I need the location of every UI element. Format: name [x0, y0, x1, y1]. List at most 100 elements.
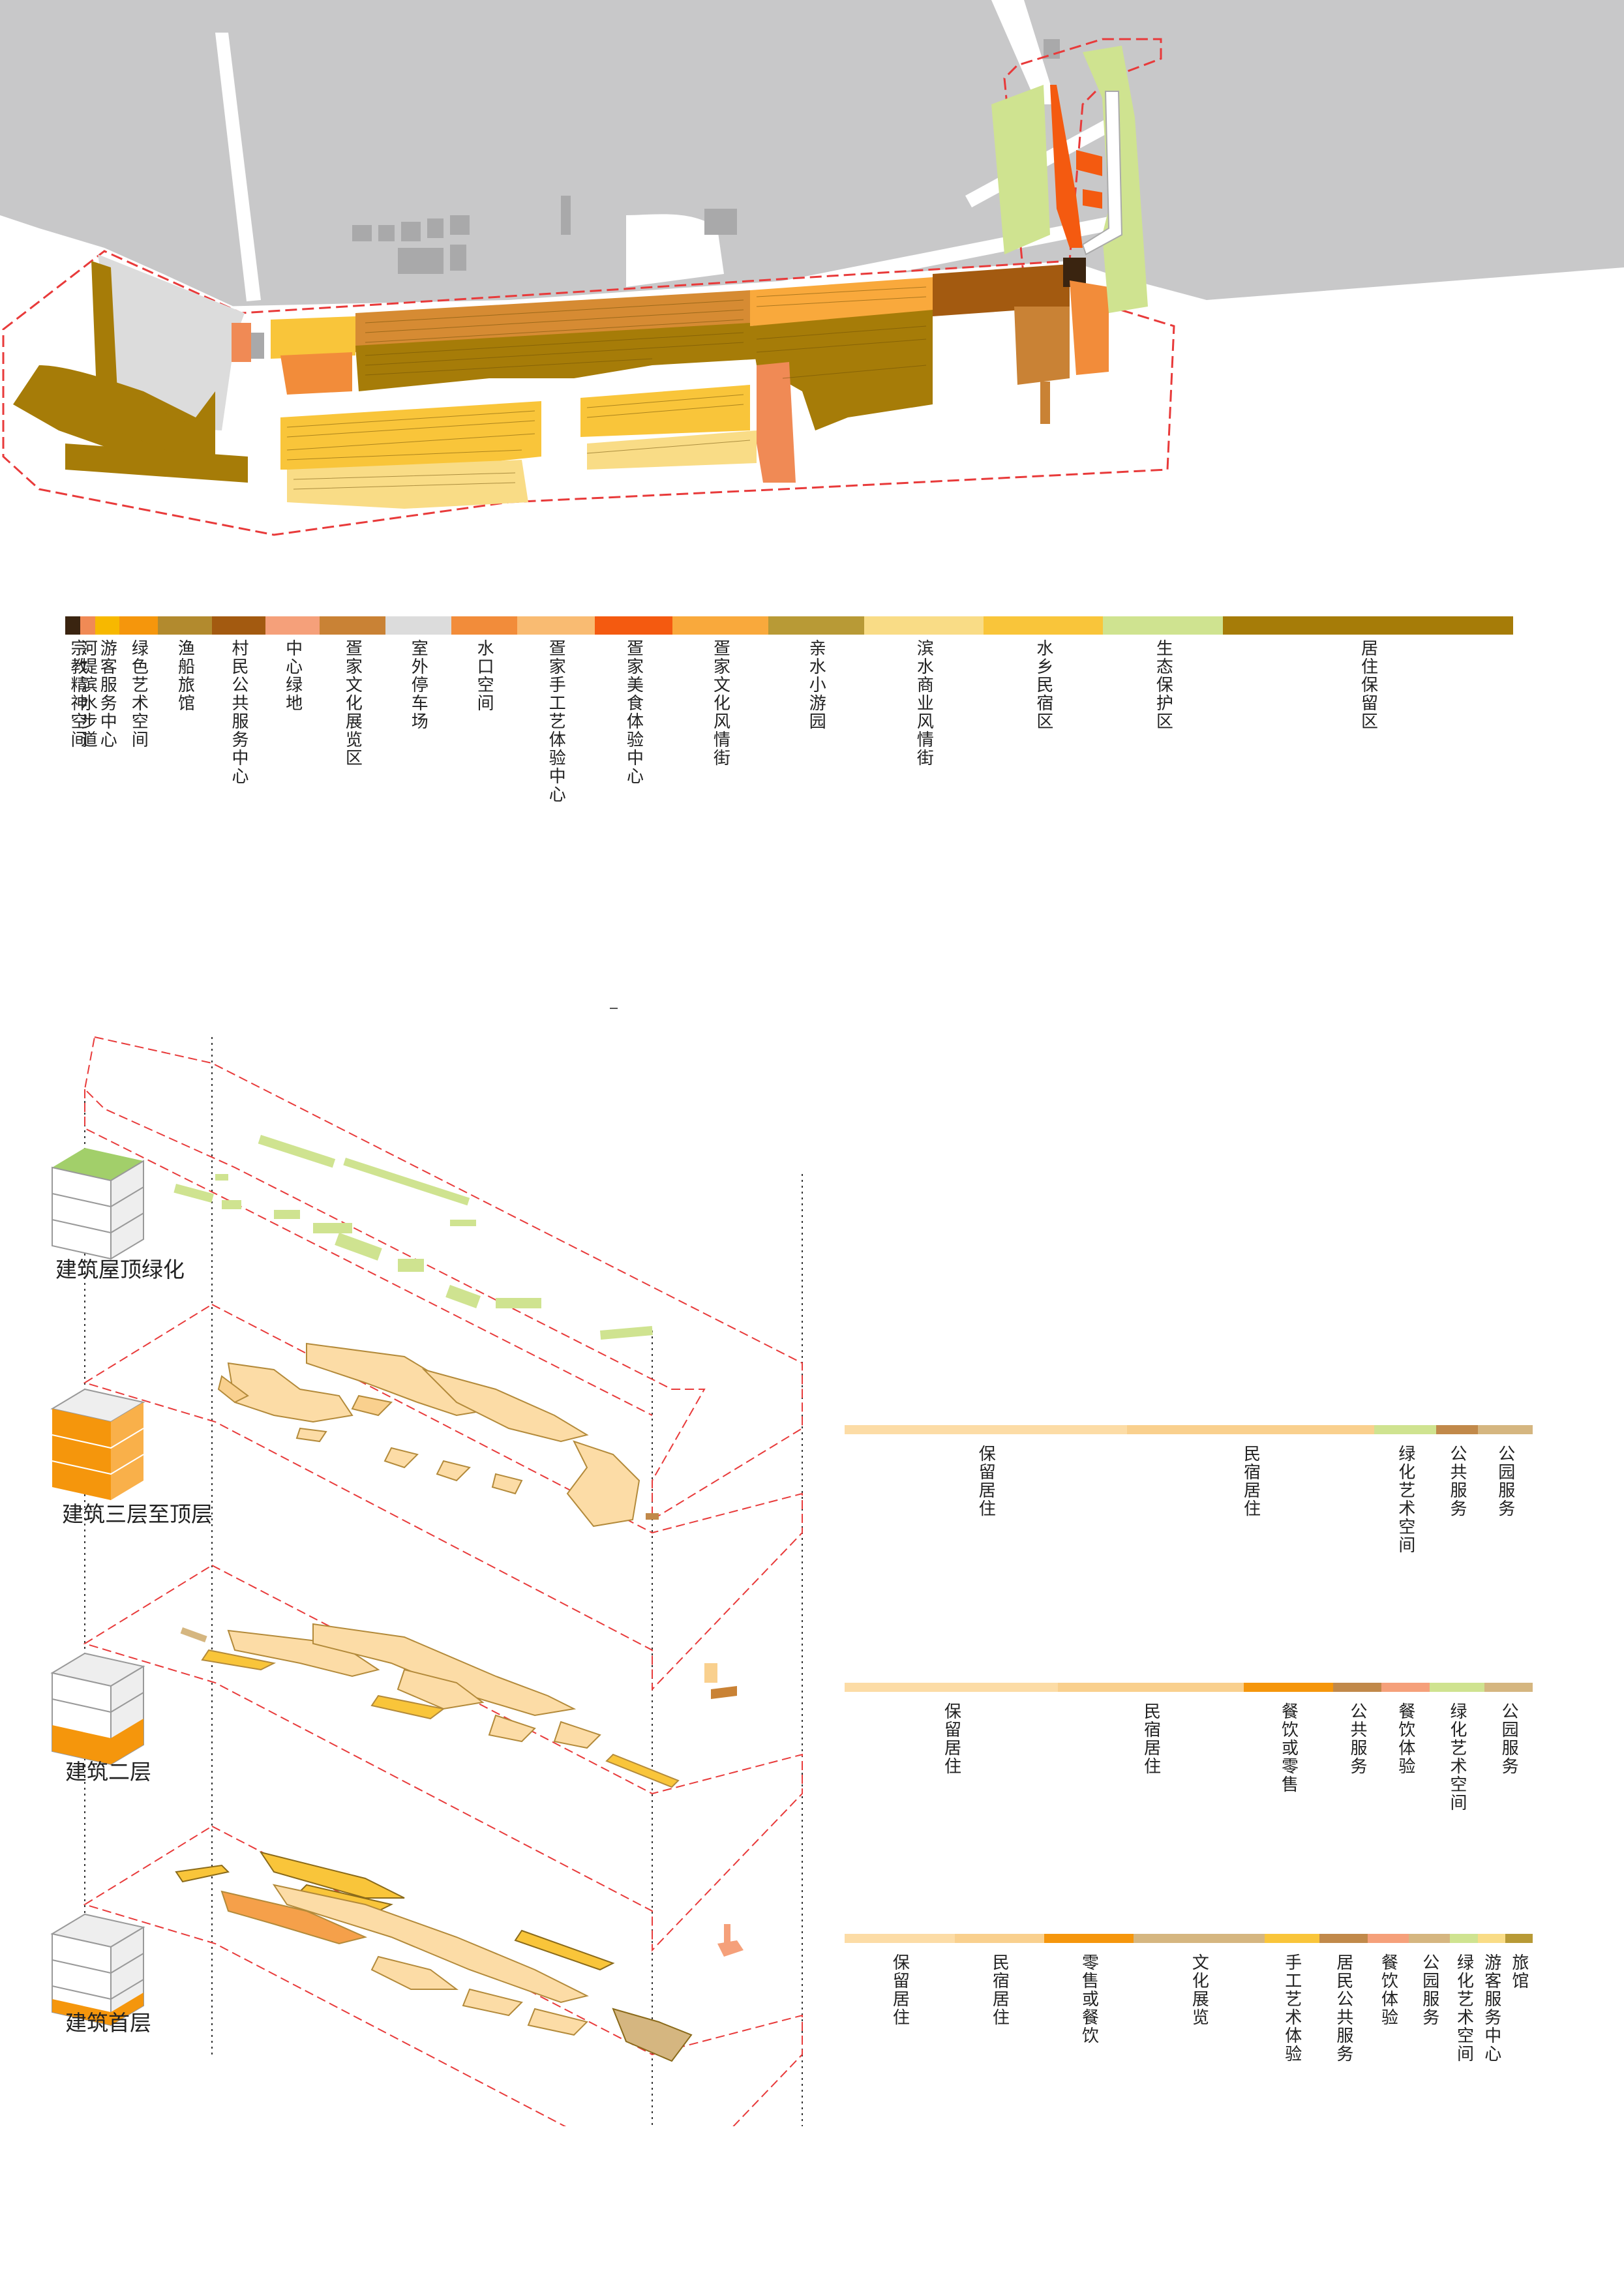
- legend-swatch: [1484, 1683, 1533, 1692]
- guide-lines: [84, 1037, 803, 2126]
- legend-swatch: [80, 616, 95, 635]
- legend-label: 保留居住: [976, 1445, 996, 1518]
- legend-swatch: [1409, 1934, 1451, 1943]
- legend-label: 公园服务: [1499, 1702, 1519, 1775]
- legend-swatch: [672, 616, 768, 635]
- level-label-second: 建筑二层: [65, 1759, 151, 1784]
- layer-diagram: [50, 1036, 803, 2126]
- layer-third-to-top: [83, 1303, 803, 1691]
- layer-second: [83, 1564, 803, 1952]
- building-icon-ground: [50, 1913, 145, 2026]
- legend-swatch: [1436, 1425, 1478, 1434]
- legend-swatch: [1243, 1683, 1334, 1692]
- legend-swatch: [1333, 1683, 1381, 1692]
- legend-label: 中心绿地: [282, 639, 303, 712]
- legend-label: 室外停车场: [408, 639, 429, 730]
- legend-swatch: [864, 616, 984, 635]
- left-zones: [13, 254, 264, 483]
- legend-swatch: [451, 616, 517, 635]
- legend-label: 生态保护区: [1153, 639, 1173, 730]
- legend-label: 绿化艺术空间: [1447, 1702, 1467, 1812]
- legend-swatch: [211, 616, 266, 635]
- legend-swatch: [1103, 616, 1223, 635]
- legend-label: 村民公共服务中心: [229, 639, 249, 785]
- legend-swatch: [65, 616, 80, 635]
- site-plan-map: [0, 0, 1624, 536]
- legend-label: 民宿居住: [989, 1953, 1010, 2026]
- legend-label: 亲水小游园: [806, 639, 826, 730]
- site-boundary: [2, 38, 1175, 536]
- legend-swatch: [1264, 1934, 1319, 1943]
- legend-swatch: [1374, 1425, 1437, 1434]
- legend-swatch: [1058, 1683, 1244, 1692]
- legend-swatch: [119, 616, 158, 635]
- legend-label: 疍家文化展览区: [342, 639, 363, 767]
- legend-swatch: [1134, 1934, 1265, 1943]
- legend-label: 游客服务中心: [97, 639, 117, 749]
- legend-label: 保留居住: [890, 1953, 910, 2026]
- legend-label: 民宿居住: [1141, 1702, 1161, 1775]
- legend-swatch: [1381, 1683, 1430, 1692]
- legend-label: 餐饮或零售: [1278, 1702, 1299, 1794]
- legend-label: 公共服务: [1447, 1445, 1467, 1518]
- legend-label: 绿化艺术空间: [1454, 1953, 1474, 2063]
- legend-label: 公园服务: [1419, 1953, 1439, 2026]
- legend-label: 疍家文化风情街: [710, 639, 730, 767]
- legend-label: 渔船旅馆: [175, 639, 195, 712]
- legend-swatch: [845, 1934, 955, 1943]
- legend-label: 游客服务中心: [1481, 1953, 1501, 2063]
- legend-swatch: [95, 616, 119, 635]
- legend-swatch: [845, 1425, 1127, 1434]
- legend-swatch: [1429, 1683, 1485, 1692]
- existing-buildings: [352, 39, 1060, 274]
- legend-swatch: [1222, 616, 1513, 635]
- legend-swatch: [1367, 1934, 1409, 1943]
- legend-label: 宗教精神空间: [68, 639, 87, 749]
- level-label-third: 建筑三层至顶层: [62, 1501, 213, 1527]
- legend-swatch: [984, 616, 1104, 635]
- building-texture: [286, 286, 927, 490]
- legend-label: 文化展览: [1189, 1953, 1209, 2026]
- legend-swatch: [1450, 1934, 1478, 1943]
- right-zones: [991, 46, 1148, 313]
- legend-label: 绿化艺术空间: [1395, 1445, 1415, 1554]
- legend-swatch: [517, 616, 595, 635]
- legend-swatch: [1477, 1934, 1505, 1943]
- level-legend-bar: [845, 1683, 1533, 1692]
- building-icon-third: [50, 1388, 145, 1500]
- legend-swatch: [1477, 1425, 1533, 1434]
- level-label-roof: 建筑屋顶绿化: [55, 1257, 185, 1282]
- legend-label: 保留居住: [941, 1702, 961, 1775]
- legend-label: 餐饮体验: [1395, 1702, 1415, 1775]
- legend-swatch: [954, 1934, 1044, 1943]
- legend-swatch: [845, 1683, 1059, 1692]
- legend-label: 公园服务: [1495, 1445, 1515, 1518]
- legend-label: 滨水商业风情街: [914, 639, 934, 767]
- legend-label: 水口空间: [474, 639, 494, 712]
- legend-swatch: [319, 616, 385, 635]
- legend-swatch: [158, 616, 212, 635]
- legend-label: 零售或餐饮: [1079, 1953, 1099, 2045]
- legend-label: 水乡民宿区: [1033, 639, 1053, 730]
- building-icon-second: [50, 1652, 145, 1766]
- legend-swatch: [1044, 1934, 1134, 1943]
- level-legend-bar: [845, 1934, 1533, 1943]
- legend-swatch: [1126, 1425, 1375, 1434]
- legend-label: 公共服务: [1347, 1702, 1367, 1775]
- top-legend-bar: [65, 616, 1513, 635]
- legend-label: 手工艺术体验: [1282, 1953, 1302, 2063]
- legend-label: 居民公共服务: [1333, 1953, 1353, 2063]
- legend-label: 河堤滨水步道: [78, 639, 98, 749]
- legend-swatch: [1505, 1934, 1533, 1943]
- legend-swatch: [1319, 1934, 1368, 1943]
- legend-swatch: [594, 616, 673, 635]
- layer-roof-green: [83, 1036, 803, 1521]
- legend-swatch: [265, 616, 320, 635]
- legend-swatch: [768, 616, 864, 635]
- legend-label: 旅馆: [1509, 1953, 1529, 1990]
- separator-mark: [610, 1008, 618, 1009]
- legend-label: 居住保留区: [1358, 639, 1378, 730]
- legend-swatch: [385, 616, 451, 635]
- legend-label: 疍家手工艺体验中心: [546, 639, 566, 804]
- layer-ground: [83, 1825, 803, 2126]
